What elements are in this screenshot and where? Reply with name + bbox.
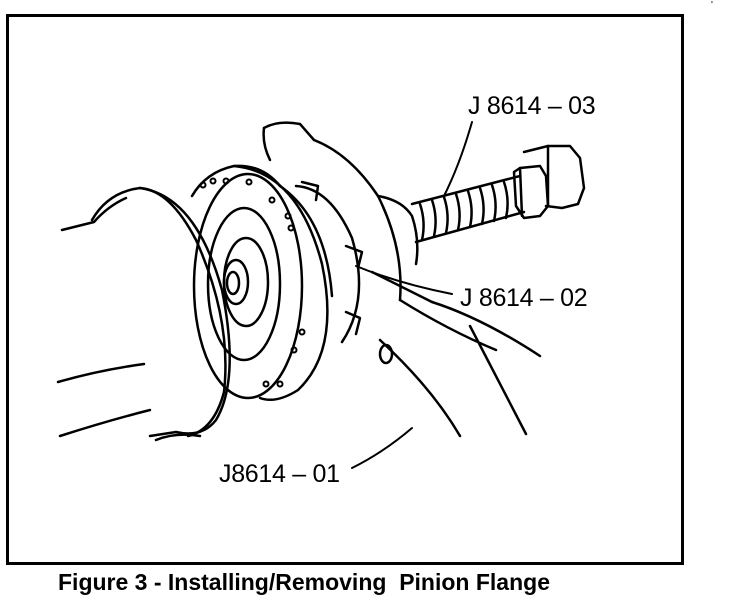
holder-ring [294,180,364,344]
holder-bar [262,121,542,438]
figure-caption: Figure 3 - Installing/Removing Pinion Fl… [58,569,550,595]
pinion-flange [190,164,334,401]
figure-frame [6,14,684,565]
corner-mark: ' [711,0,713,11]
leader-lines [351,121,473,469]
callout-j8614-02: J 8614 – 02 [460,284,588,312]
forcing-screw [376,144,586,266]
axle-housing [56,196,202,442]
housing-flange-rim [90,186,231,438]
callout-j8614-01: J8614 – 01 [219,460,340,488]
callout-j8614-03: J 8614 – 03 [468,92,596,120]
